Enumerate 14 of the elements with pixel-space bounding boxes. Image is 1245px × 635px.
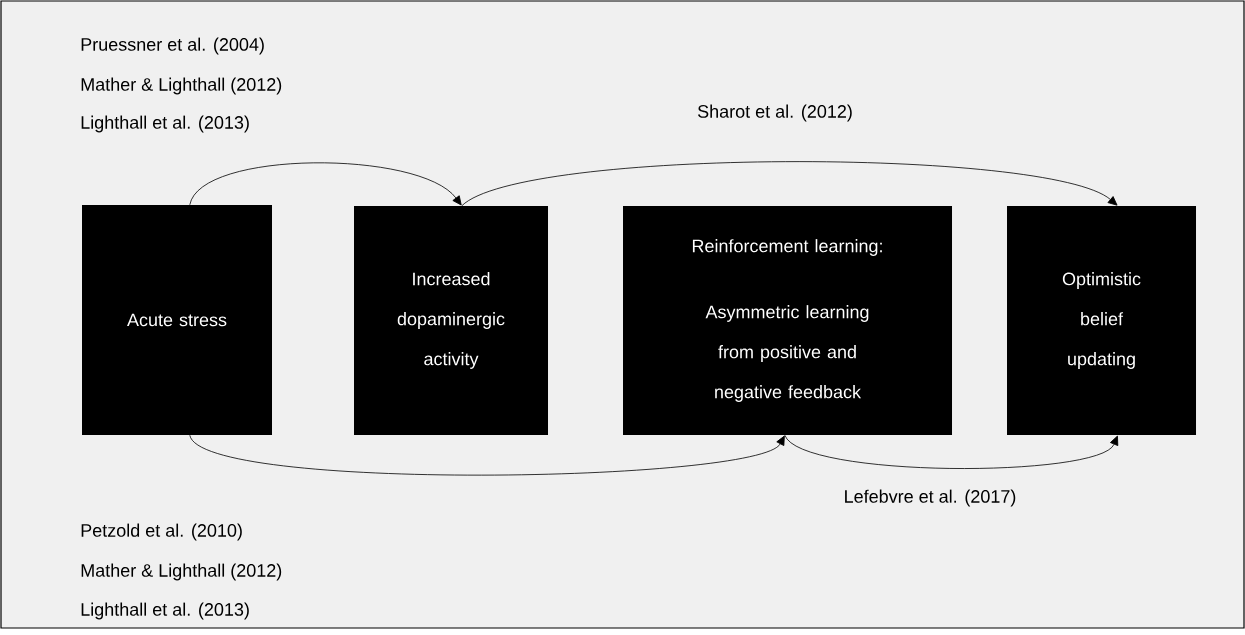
arrow (784, 434, 1119, 469)
reference-text: Lighthall et al. (2013) (81, 602, 249, 620)
reference-text: Pruessner et al. (2004) (81, 37, 264, 55)
process-box: Acute stress (82, 205, 272, 435)
process-box: Optimistic belief updating (1007, 206, 1196, 435)
reference-text: Mather & Lighthall (2012) (81, 77, 282, 95)
arrow (189, 434, 785, 476)
reference-text: Petzold et al. (2010) (81, 523, 242, 541)
arrow (461, 161, 1118, 207)
process-box: Increased dopaminergic activity (354, 206, 548, 435)
reference-text: Mather & Lighthall (2012) (81, 563, 282, 581)
process-box: Reinforcement learning: Asymmetric learning from positive and negative feedback (623, 206, 952, 435)
reference-text: Lighthall et al. (2013) (81, 115, 249, 133)
arrow (189, 162, 462, 206)
